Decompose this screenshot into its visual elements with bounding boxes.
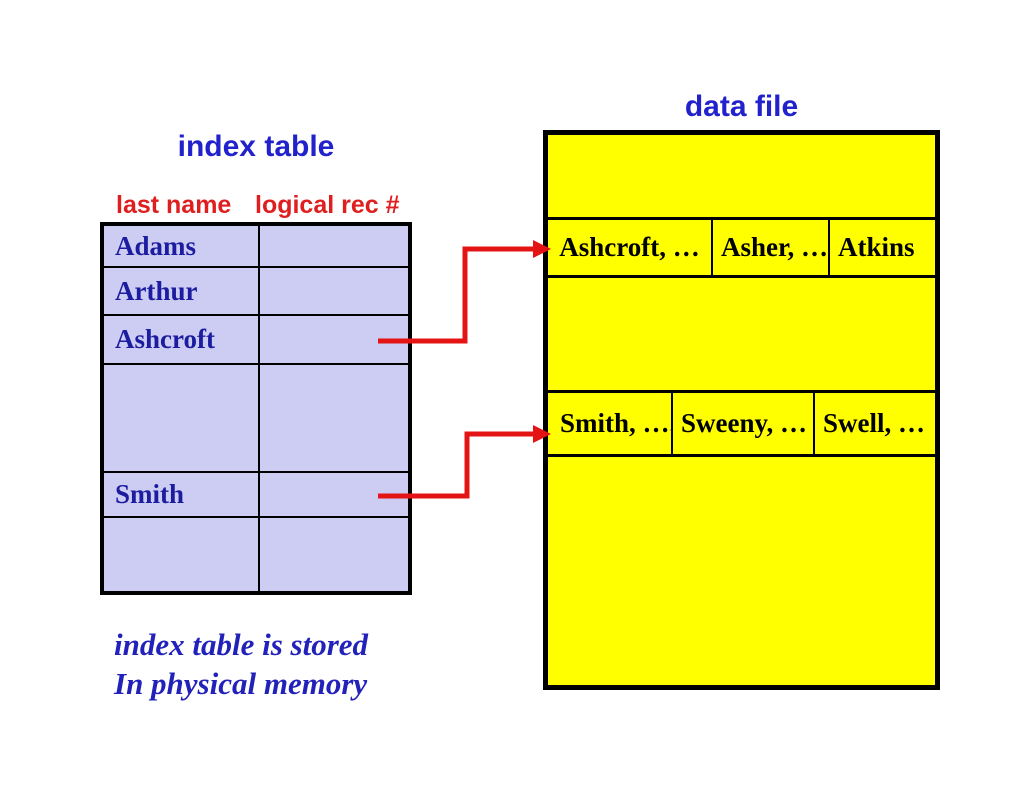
data-record-cell: Sweeny, …: [673, 393, 815, 454]
data-file-title: data file: [684, 90, 799, 123]
index-row-empty-1: [104, 365, 408, 473]
caption-line-2: In physical memory: [114, 666, 368, 701]
data-file-box: Ashcroft, … Asher, … Atkins Smith, …. Sw…: [543, 130, 940, 690]
index-cell-last-name: Adams: [104, 226, 260, 266]
data-record-cell: Ashcroft, …: [548, 220, 713, 275]
index-cell-logical-rec: [260, 316, 408, 363]
index-cell-last-name: Ashcroft: [104, 316, 260, 363]
column-header-logical-rec: logical rec #: [255, 191, 400, 219]
index-table: Adams Arthur Ashcroft Smith: [100, 222, 412, 595]
index-cell-logical-rec: [260, 226, 408, 266]
index-cell-last-name: [104, 365, 260, 471]
index-row-ashcroft: Ashcroft: [104, 316, 408, 365]
index-cell-logical-rec: [260, 268, 408, 314]
index-cell-logical-rec: [260, 365, 408, 471]
data-record-cell: Swell, …: [823, 408, 926, 438]
data-block-ashcroft: Ashcroft, … Asher, … Atkins: [548, 217, 935, 278]
index-table-title: index table: [177, 130, 335, 163]
index-cell-logical-rec: [260, 473, 408, 516]
index-cell-last-name: Smith: [104, 473, 260, 516]
index-cell-last-name: Arthur: [104, 268, 260, 314]
caption-text: index table is stored In physical memory: [114, 625, 368, 703]
caption-line-1: index table is stored: [114, 627, 369, 662]
index-row-smith: Smith: [104, 473, 408, 518]
data-block-smith: Smith, …. Sweeny, … Swell, …: [548, 390, 935, 457]
column-header-last-name: last name: [116, 191, 232, 219]
data-record-cell: Smith, ….: [548, 393, 673, 454]
data-record-cell: Atkins: [838, 232, 915, 262]
index-row-arthur: Arthur: [104, 268, 408, 316]
data-record-cell: Asher, …: [713, 220, 830, 275]
index-row-adams: Adams: [104, 226, 408, 268]
index-cell-last-name: [104, 518, 260, 591]
index-cell-logical-rec: [260, 518, 408, 591]
index-row-empty-2: [104, 518, 408, 591]
